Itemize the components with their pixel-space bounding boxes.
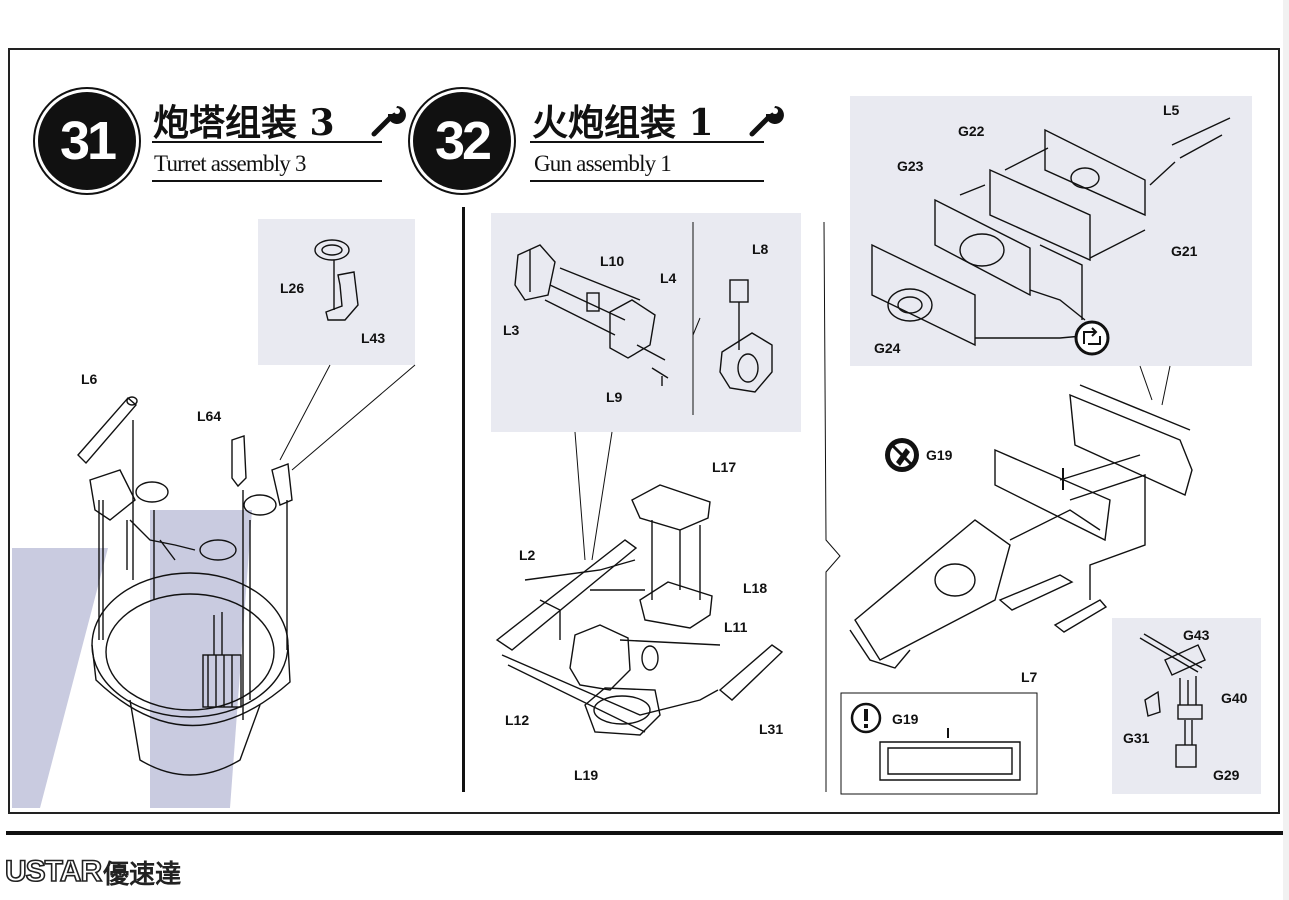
detail-panel-g29-g43 [1112, 618, 1261, 794]
part-label-g24: G24 [874, 340, 901, 356]
step-31-title-en: Turret assembly 3 [154, 151, 306, 176]
part-label-g23: G23 [897, 158, 924, 174]
part-label-l43: L43 [361, 330, 386, 346]
step-31-badge: 31 [38, 92, 136, 190]
brand-logo: USTAR 優速達 [4, 852, 182, 892]
detail-panel-l26-l43 [258, 219, 415, 365]
wrench-icon [749, 106, 784, 137]
wrench-icon [371, 106, 406, 137]
part-label-l31: L31 [759, 721, 784, 737]
part-label-l18: L18 [743, 580, 768, 596]
attention-icon [850, 702, 882, 734]
part-label-l5: L5 [1163, 102, 1180, 118]
part-label-l12: L12 [505, 712, 530, 728]
step-32-subtitle-rule [530, 180, 764, 182]
detail-panel-l3-l10 [491, 213, 801, 432]
part-label-g43: G43 [1183, 627, 1210, 643]
brand-logo-zh: 優速達 [103, 859, 182, 890]
part-label-g40: G40 [1221, 690, 1248, 706]
part-label-l9: L9 [606, 389, 623, 405]
footer-rule [6, 831, 1283, 835]
part-label-g19-inset: G19 [892, 711, 919, 727]
step-31-title-zh: 炮塔组装 3 [153, 102, 335, 144]
part-label-l8: L8 [752, 241, 769, 257]
part-label-g22: G22 [958, 123, 985, 139]
page-frame [8, 48, 1280, 814]
part-label-l6: L6 [81, 371, 98, 387]
part-label-l10: L10 [600, 253, 625, 269]
step-31-title-rule [152, 141, 382, 143]
detail-panel-g21-g24 [850, 96, 1252, 366]
step-32-badge: 32 [413, 92, 511, 190]
no-glue-icon [885, 438, 919, 472]
part-label-l64: L64 [197, 408, 222, 424]
part-label-g31: G31 [1123, 730, 1150, 746]
part-label-l3: L3 [503, 322, 520, 338]
part-label-g29: G29 [1213, 767, 1240, 783]
step-32-title-rule [530, 141, 764, 143]
part-label-g21: G21 [1171, 243, 1198, 259]
part-label-l19: L19 [574, 767, 599, 783]
step-32-title-en: Gun assembly 1 [534, 151, 672, 176]
step-31-subtitle-rule [152, 180, 382, 182]
part-label-l4: L4 [660, 270, 677, 286]
brand-logo-en: USTAR [4, 854, 103, 889]
part-label-l17: L17 [712, 459, 737, 475]
part-label-l11: L11 [724, 619, 748, 635]
step-31-number: 31 [59, 111, 117, 171]
step-32-number: 32 [434, 111, 492, 171]
page-binding-edge [1283, 0, 1289, 900]
part-label-g19-main: G19 [926, 447, 953, 463]
step-32-title-zh: 火炮组装 1 [532, 102, 714, 144]
flip-part-icon [1074, 320, 1110, 356]
part-label-l2: L2 [519, 547, 536, 563]
part-label-l7: L7 [1021, 669, 1038, 685]
part-label-l26: L26 [280, 280, 305, 296]
step-divider [462, 207, 465, 792]
